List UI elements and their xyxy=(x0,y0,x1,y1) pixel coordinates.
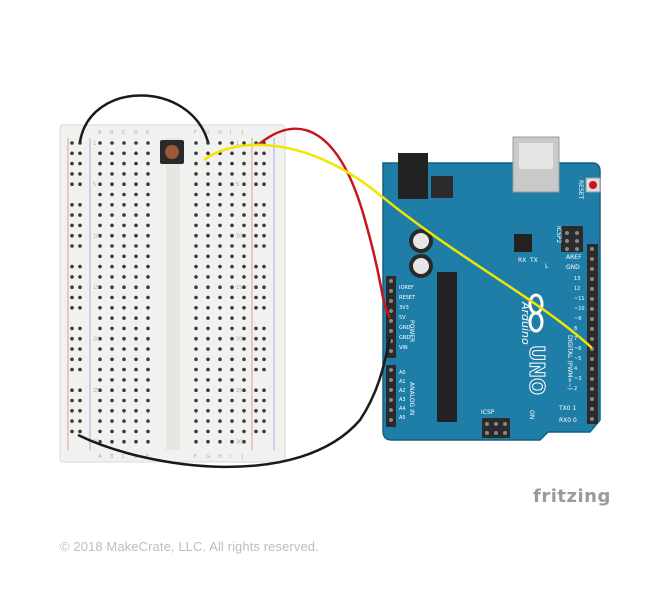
column-letter: B xyxy=(110,130,114,136)
power-pin-label: RESET xyxy=(399,295,416,301)
digital-header xyxy=(587,244,598,424)
digital-pin-label: 4 xyxy=(574,366,577,372)
icsp-label: ICSP xyxy=(481,409,495,416)
breadboard-holes xyxy=(70,141,266,444)
column-letter: I xyxy=(230,454,231,460)
column-letter: J xyxy=(241,130,243,136)
power-pin-label: IOREF xyxy=(399,285,414,291)
digital-pin-label: ~3 xyxy=(574,376,581,382)
column-letter: H xyxy=(218,130,222,136)
power-pin-labels: IOREF RESET 3V3 5V GND GND VIN xyxy=(399,285,416,351)
column-letter: D xyxy=(134,454,138,460)
row-number: 25 xyxy=(93,388,99,394)
digital-pin-label: 13 xyxy=(574,276,580,282)
brand-text: Arduino xyxy=(519,301,532,345)
row-number: 15 xyxy=(93,285,99,291)
power-label: POWER xyxy=(408,320,415,342)
analog-header xyxy=(386,365,396,427)
digital-pin-label: 2 xyxy=(574,386,577,392)
rx0-label: RX0 0 xyxy=(559,417,577,424)
on-label: ON xyxy=(528,410,535,419)
row-number: 20 xyxy=(93,337,99,343)
copyright-text: © 2018 MakeCrate, LLC. All rights reserv… xyxy=(60,539,319,554)
column-letter: F xyxy=(194,454,197,460)
yellow-wire xyxy=(203,143,593,349)
row-number: 30 xyxy=(236,440,242,446)
digital-pin-label: ~11 xyxy=(574,296,585,302)
fritzing-watermark: fritzing xyxy=(533,486,611,507)
tx-label: TX xyxy=(529,257,538,264)
model-text: UNO xyxy=(525,345,549,395)
column-letter: G xyxy=(206,454,210,460)
column-letter: A xyxy=(98,454,102,460)
rx-label: RX xyxy=(518,257,526,264)
analog-pin-label: A0 xyxy=(399,370,406,376)
row-number: 10 xyxy=(93,234,99,240)
digital-pin-label: ~5 xyxy=(574,356,581,362)
power-pin-label: 3V3 xyxy=(399,305,409,311)
analog-pin-label: A1 xyxy=(399,379,406,385)
aref-label: AREF xyxy=(566,254,582,261)
arduino-logo xyxy=(528,293,544,333)
row-number: 25 xyxy=(236,388,242,394)
digital-pin-label: 8 xyxy=(574,326,577,332)
digital-pin-labels: 13 12 ~11 ~10 ~9 8 7 ~6 ~5 4 ~3 2 xyxy=(574,276,585,392)
analog-in-label: ANALOG IN xyxy=(408,382,415,415)
header-pins xyxy=(389,231,594,435)
black-wire-top xyxy=(78,94,210,143)
power-pin-label: 5V xyxy=(399,315,406,321)
row-number: 5 xyxy=(236,182,239,188)
power-header xyxy=(386,276,396,358)
gnd-label: GND xyxy=(566,264,580,271)
power-pin-label: VIN xyxy=(399,345,408,351)
column-letter: A xyxy=(98,130,102,136)
digital-pin-label: 12 xyxy=(574,286,580,292)
column-letter: I xyxy=(230,130,231,136)
l-led-label: L xyxy=(545,263,549,270)
power-pin-label: GND xyxy=(399,325,411,331)
column-letter: G xyxy=(206,130,210,136)
row-number: 15 xyxy=(236,285,242,291)
column-letter: H xyxy=(218,454,222,460)
arduino-uno-board: Arduino UNO RESET ICSP2 ICSP L TX RX ON … xyxy=(382,136,601,441)
column-letter: C xyxy=(122,130,126,136)
row-number: 1 xyxy=(93,141,96,147)
column-letter: E xyxy=(146,130,149,136)
column-letter: B xyxy=(110,454,114,460)
digital-pin-label: ~10 xyxy=(574,306,585,312)
black-wire-bottom xyxy=(77,337,392,469)
column-letter: D xyxy=(134,130,138,136)
tx0-label: TX0 1 xyxy=(558,405,577,412)
push-button xyxy=(160,140,184,164)
column-letter: J xyxy=(241,454,243,460)
row-number: 5 xyxy=(93,182,96,188)
row-number: 1 xyxy=(236,141,239,147)
row-number: 20 xyxy=(236,337,242,343)
analog-pin-label: A2 xyxy=(399,388,406,394)
analog-pin-label: A3 xyxy=(399,397,406,403)
analog-pin-label: A5 xyxy=(399,415,406,421)
digital-pin-label: 7 xyxy=(574,336,577,342)
microcontroller-chip xyxy=(437,272,457,422)
icsp2-label: ICSP2 xyxy=(555,226,562,243)
row-number: 10 xyxy=(236,234,242,240)
column-letter: C xyxy=(122,454,126,460)
column-letter: F xyxy=(194,130,197,136)
power-pin-label: GND xyxy=(399,335,411,341)
digital-label: DIGITAL (PWM=~) xyxy=(566,335,573,390)
digital-pin-label: ~6 xyxy=(574,346,581,352)
icsp2-header xyxy=(561,226,583,252)
reset-label: RESET xyxy=(577,180,584,200)
digital-pin-label: ~9 xyxy=(574,316,581,322)
analog-pin-label: A4 xyxy=(399,406,406,412)
dc-jack xyxy=(398,153,428,199)
red-wire xyxy=(257,127,392,319)
